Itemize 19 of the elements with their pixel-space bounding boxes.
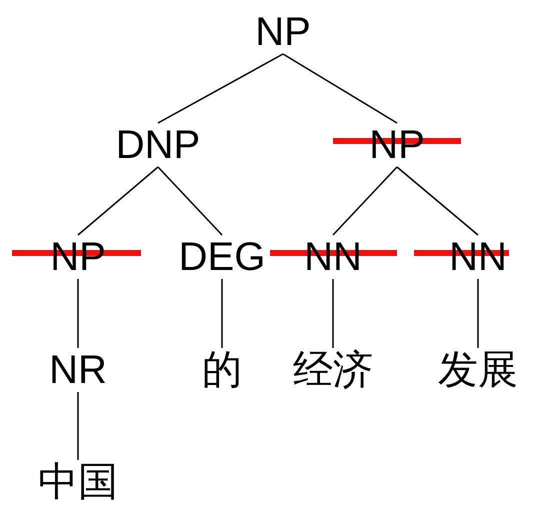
tree-branch-line <box>396 166 478 236</box>
tree-branch-line <box>332 279 334 348</box>
tree-node-label: 的 <box>202 350 242 390</box>
tree-branch-line <box>78 166 158 236</box>
tree-node-label: DNP <box>116 125 200 165</box>
tree-branch-line <box>282 53 398 124</box>
tree-node-label: NP <box>255 12 311 52</box>
tree-node-label: 发展 <box>438 350 518 390</box>
tree-branch-line <box>158 53 284 124</box>
tree-node-label: 经济 <box>293 350 373 390</box>
tree-branch-line <box>332 166 398 236</box>
tree-branch-line <box>77 392 79 460</box>
tree-branch-line <box>477 279 479 348</box>
tree-branch-line <box>157 166 223 236</box>
tree-branch-line <box>221 279 223 348</box>
tree-node-label: 中国 <box>38 462 118 502</box>
tree-node-label: NR <box>49 350 107 390</box>
tree-branch-line <box>77 279 79 348</box>
tree-node-label: DEG <box>178 237 266 277</box>
